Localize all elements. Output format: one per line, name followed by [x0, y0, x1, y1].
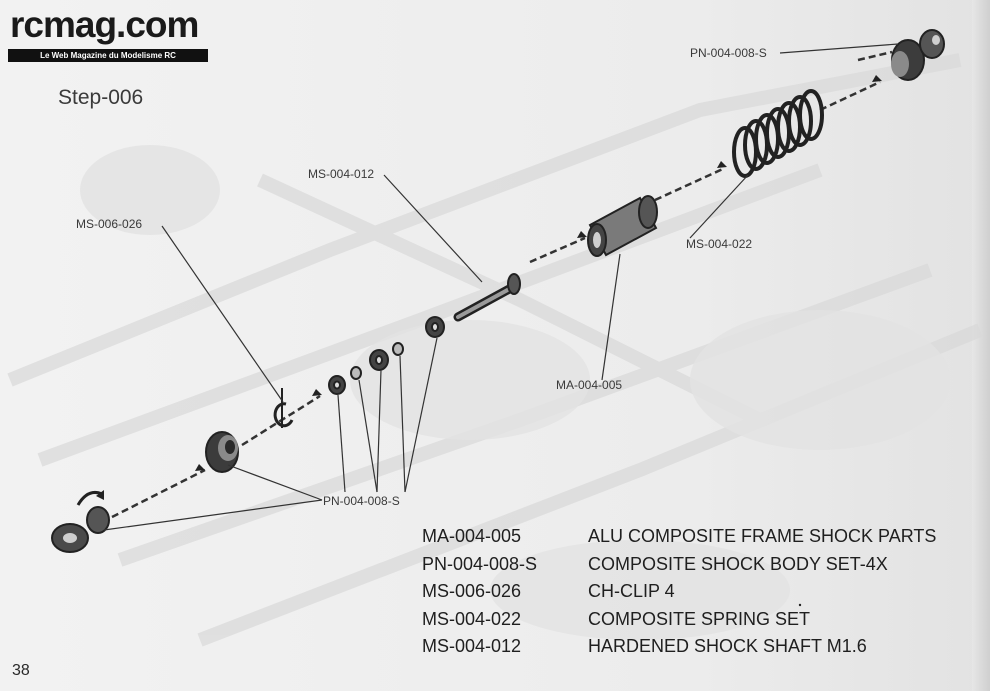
part-code: MS-006-026: [422, 581, 522, 601]
part-description: HARDENED SHOCK SHAFT M1.6: [588, 636, 867, 656]
callout-pn-bottom: PN-004-008-S: [323, 494, 400, 508]
callout-ms-004-022: MS-004-022: [686, 237, 753, 251]
part-description: COMPOSITE SHOCK BODY SET-4X: [588, 553, 888, 574]
spring: [732, 89, 824, 178]
page-number: 38: [12, 662, 30, 679]
shock-body: [587, 195, 658, 257]
callout-ms-006-026: MS-006-026: [76, 217, 143, 231]
axis-arrowheads: [195, 75, 882, 471]
rod-end: [51, 490, 110, 553]
callout-pn-top: PN-004-008-S: [690, 46, 767, 60]
part-code: MS-004-012: [422, 636, 522, 656]
step-title: Step-006: [58, 86, 144, 109]
rcmag-logo: rcmag.com Le Web Magazine du Modelisme R…: [4, 4, 208, 66]
part-code: MA-004-005: [422, 526, 522, 546]
shock-bottom-cap: [205, 431, 239, 473]
part-code: MS-004-022: [422, 608, 522, 629]
logo-wordmark: rcmag.com: [10, 4, 199, 45]
part-code: PN-004-008-S: [422, 553, 538, 574]
part-description: CH-CLIP 4: [588, 581, 675, 601]
page-edge-shadow: [972, 0, 990, 691]
logo-tagline: Le Web Magazine du Modelisme RC: [8, 49, 208, 62]
washers-and-orings: [328, 316, 445, 395]
part-description: ALU COMPOSITE FRAME SHOCK PARTS: [588, 526, 937, 546]
part-description: COMPOSITE SPRING SET: [588, 608, 811, 629]
chassis-shapes: [80, 145, 950, 640]
shock-top-cap: [891, 29, 945, 81]
callout-ma-004-005: MA-004-005: [556, 378, 623, 392]
leader-lines: [103, 43, 899, 531]
speck: [798, 603, 802, 607]
shock-shaft: [453, 273, 521, 322]
callout-ms-004-012: MS-004-012: [308, 167, 375, 181]
e-clip: [273, 388, 294, 428]
